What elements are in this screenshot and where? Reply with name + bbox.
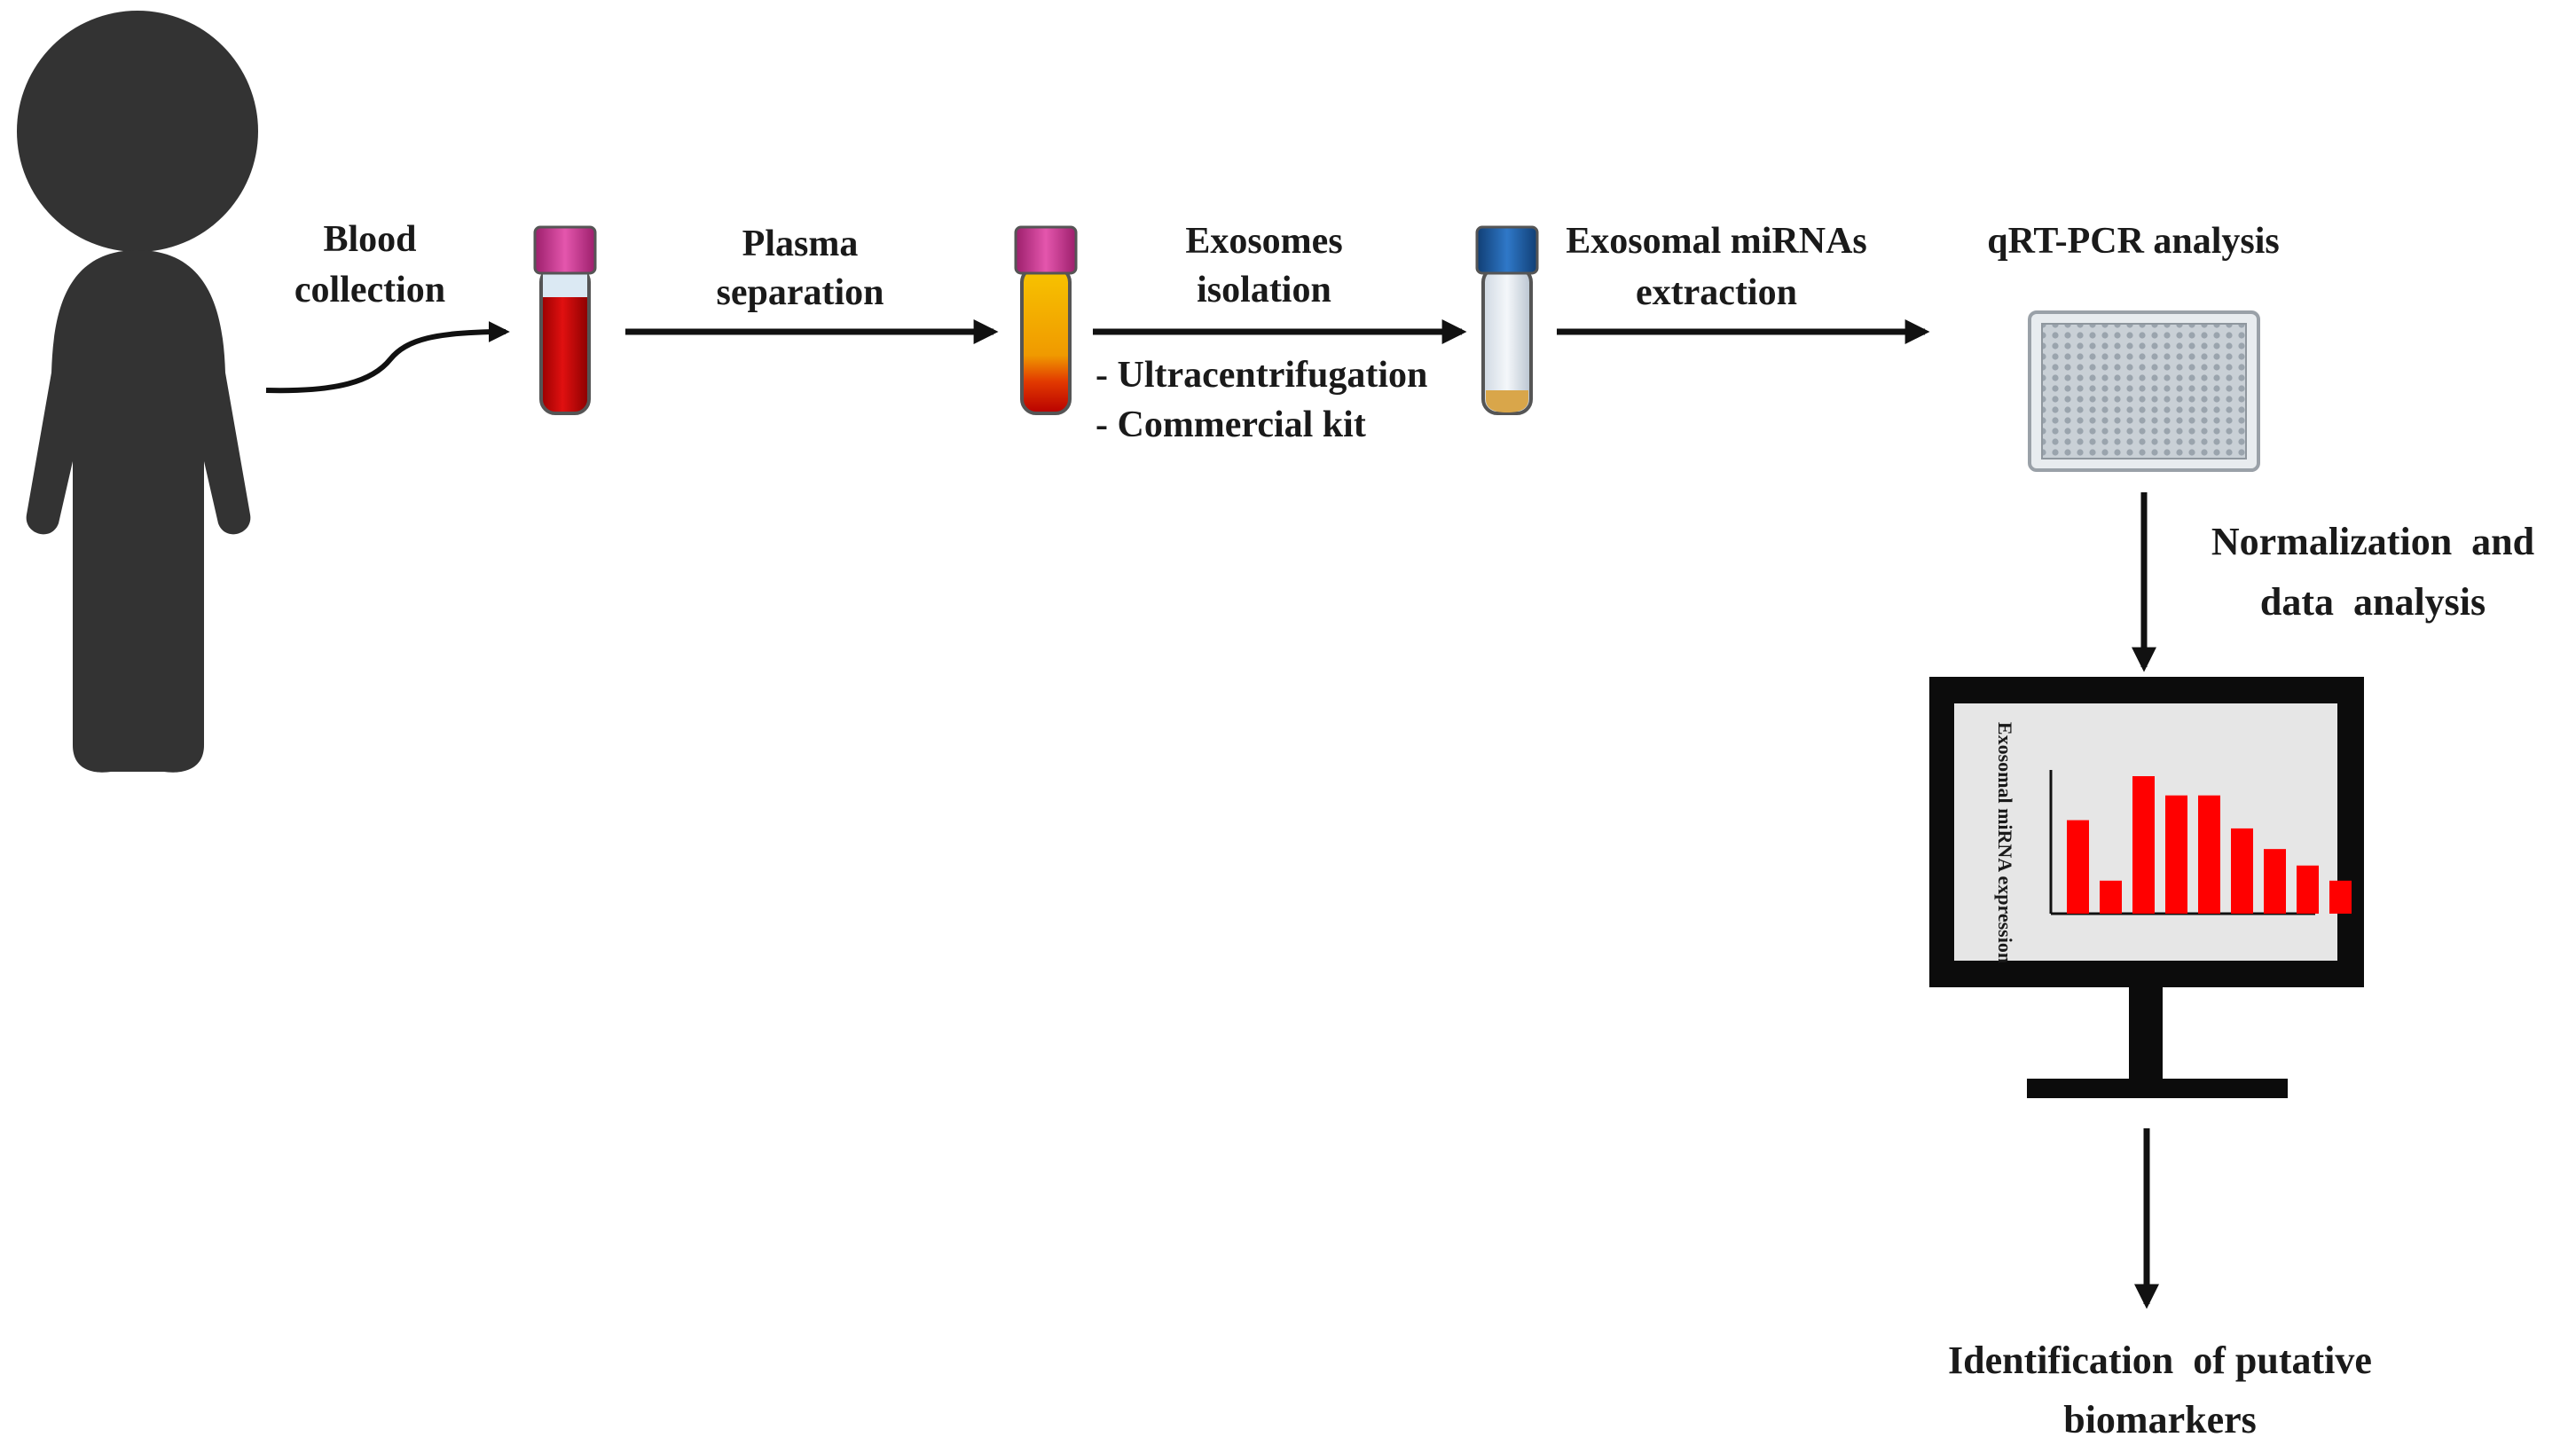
label-plasma: Plasma xyxy=(742,224,859,264)
label-data-analysis: data analysis xyxy=(2260,580,2486,624)
label-biomarkers: biomarkers xyxy=(2063,1398,2257,1441)
label-exosomal-mirnas: Exosomal miRNAs xyxy=(1566,221,1867,262)
exosome-tube-icon xyxy=(1475,225,1539,415)
chart-bar-2 xyxy=(2100,880,2122,914)
pcr-plate-icon xyxy=(2028,310,2260,472)
label-exosomes: Exosomes xyxy=(1185,221,1342,262)
blood-tube-icon xyxy=(533,225,597,415)
chart-bar-9 xyxy=(2329,880,2352,914)
chart-y-label: Exosomal miRNA expression xyxy=(1994,722,2016,963)
chart-bar-4 xyxy=(2165,795,2187,914)
expression-bar-chart: Exosomal miRNA expression xyxy=(1994,722,2352,963)
label-commercial-kit: - Commercial kit xyxy=(1096,404,1366,445)
chart-bar-3 xyxy=(2132,776,2155,914)
label-collection: collection xyxy=(295,270,445,310)
label-extraction: extraction xyxy=(1636,272,1797,313)
plasma-tube-icon xyxy=(1014,225,1078,415)
chart-bar-6 xyxy=(2231,828,2253,914)
person-icon xyxy=(17,11,258,773)
chart-bar-8 xyxy=(2297,865,2319,914)
label-qrt-pcr: qRT-PCR analysis xyxy=(1987,221,2280,262)
label-ultracentrifugation: - Ultracentrifugation xyxy=(1096,355,1427,396)
label-isolation: isolation xyxy=(1197,270,1331,310)
label-normalization: Normalization and xyxy=(2211,520,2534,563)
arrow-blood-collection xyxy=(265,321,510,394)
chart-bar-5 xyxy=(2198,795,2220,914)
label-identification: Identification of putative xyxy=(1948,1339,2372,1382)
chart-bar-7 xyxy=(2264,849,2286,914)
label-separation: separation xyxy=(717,272,884,313)
chart-bar-1 xyxy=(2067,820,2089,914)
label-blood: Blood xyxy=(323,219,416,260)
